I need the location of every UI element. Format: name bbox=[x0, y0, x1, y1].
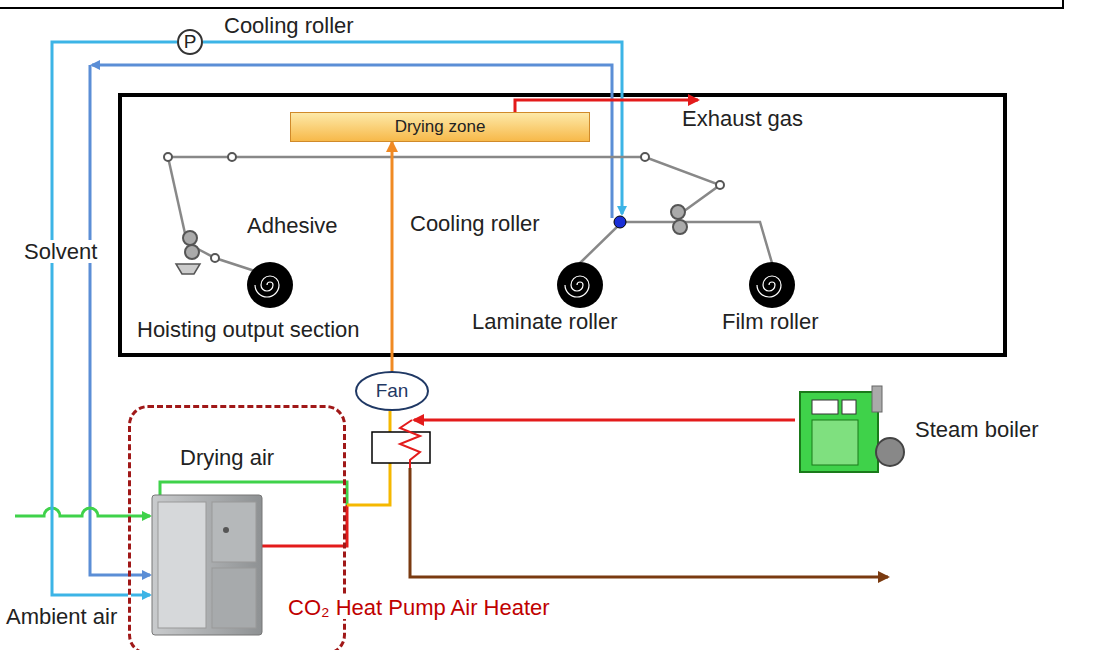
part-label: Adhesive bbox=[245, 214, 340, 237]
part-label: Laminate roller bbox=[470, 310, 620, 333]
fan-ellipse: Fan bbox=[355, 371, 429, 411]
flow-connector bbox=[391, 142, 394, 371]
pump-circle: P bbox=[177, 29, 203, 55]
node-label: Steam boiler bbox=[913, 418, 1041, 441]
part-label: Hoisting output section bbox=[135, 318, 362, 341]
part-label: Exhaust gas bbox=[680, 107, 805, 130]
node-label: Drying zone bbox=[395, 118, 486, 136]
node-label: P bbox=[184, 32, 197, 52]
part-label: Ambient air bbox=[4, 605, 119, 628]
part-label: Cooling roller bbox=[222, 14, 356, 37]
node-label: Fan bbox=[376, 381, 409, 401]
node-label: CO₂ Heat Pump Air Heater bbox=[286, 596, 552, 619]
heat-pump-region: CO₂ Heat Pump Air Heater bbox=[128, 405, 346, 650]
part-label: Film roller bbox=[720, 310, 821, 333]
part-label: Solvent bbox=[22, 240, 99, 263]
drying-zone-box: Drying zone bbox=[290, 112, 590, 142]
part-label: Cooling roller bbox=[408, 212, 542, 235]
steam-boiler: Steam boiler bbox=[795, 385, 905, 475]
part-label: Drying air bbox=[178, 446, 276, 469]
